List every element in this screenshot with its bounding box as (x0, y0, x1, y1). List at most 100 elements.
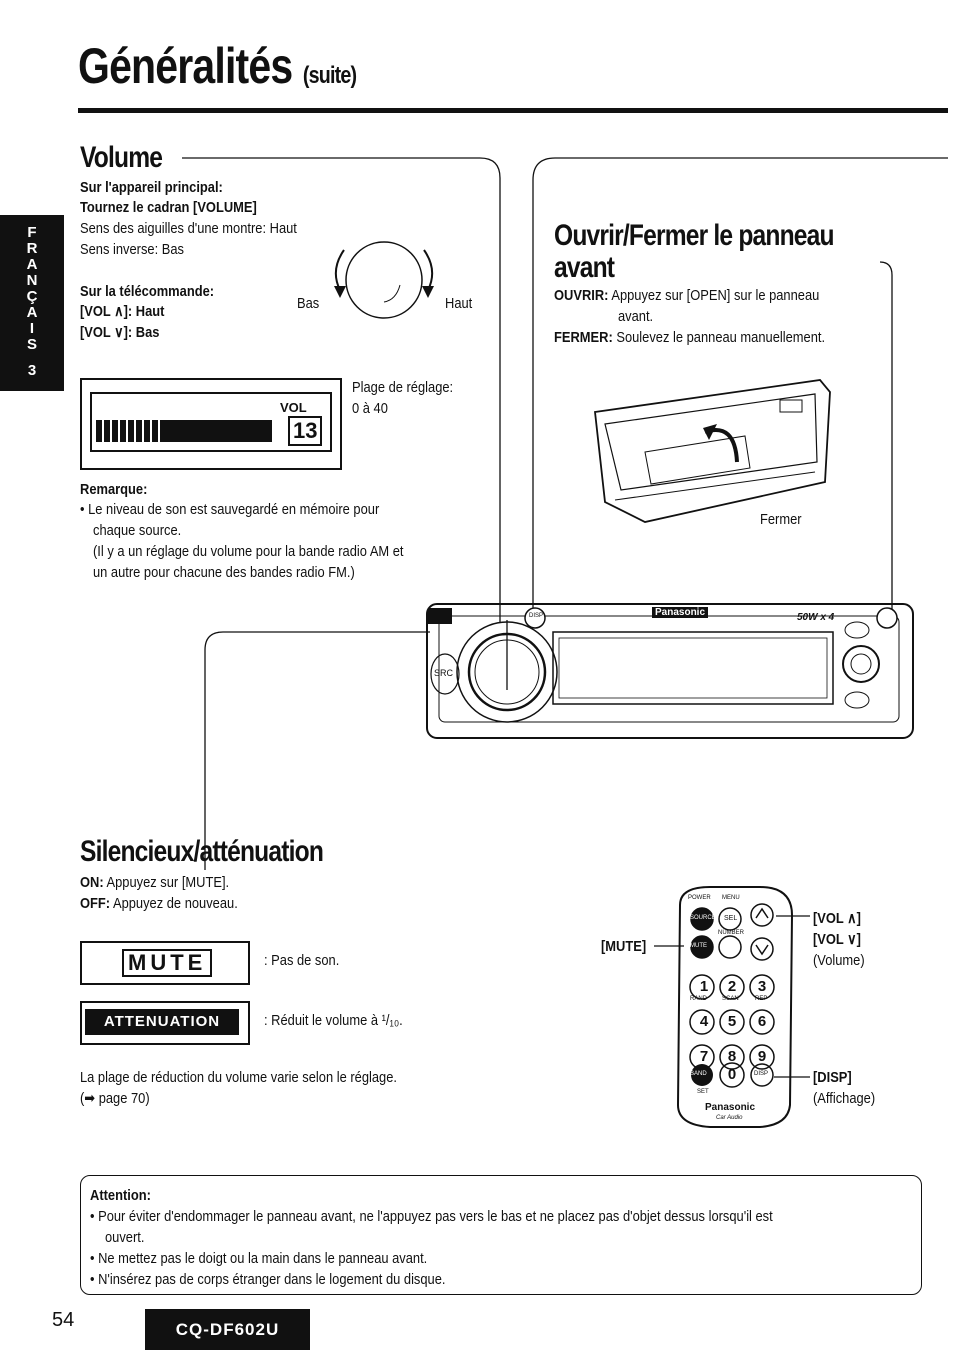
mute-desc: : Pas de son. (264, 952, 340, 969)
tab-letter: R (26, 240, 38, 257)
mute-heading: Silencieux/atténuation (80, 835, 324, 868)
dial-low-label: Bas (297, 295, 320, 312)
remote-label: Sur la télécommande: (80, 283, 215, 300)
remote-up: [VOL ∧]: Haut (80, 303, 165, 320)
page-title-suffix: (suite) (302, 62, 357, 89)
remote-disp-button[interactable]: DISP (754, 1071, 769, 1077)
attention-box: Attention: • Pour éviter d'endommager le… (80, 1175, 922, 1295)
mute-on: ON: Appuyez sur [MUTE]. (80, 873, 229, 893)
attention-item-text: Ne mettez pas le doigt ou la main dans l… (98, 1250, 428, 1267)
remote-key[interactable]: 3 (757, 978, 767, 995)
tab-letter: A (26, 256, 38, 273)
model-badge: CQ-DF602U (145, 1309, 310, 1350)
tab-letter: S (26, 336, 37, 353)
remote-set-label: SET (697, 1089, 709, 1095)
open-instruction: OUVRIR: Appuyez sur [OPEN] sur le pannea… (554, 286, 819, 306)
panel-heading-1: Ouvrir/Fermer le panneau (554, 219, 835, 252)
remote-menu-label: MENU (722, 895, 740, 901)
remote-key[interactable]: 7 (699, 1048, 709, 1065)
tab-letter: N (26, 272, 38, 289)
dial-high-label: Haut (445, 295, 473, 312)
volume-display-inner: VOL 13 (90, 392, 332, 452)
inverse-text: Sens inverse: Bas (80, 241, 184, 258)
tab-letter: F (27, 224, 37, 241)
remark-line: (Il y a un réglage du volume pour la ban… (93, 543, 404, 560)
remote-brand: Panasonic (705, 1102, 756, 1113)
stereo-brand: Panasonic (652, 607, 709, 618)
remote-rand-label: RAND (690, 996, 708, 1002)
mute-off: OFF: Appuyez de nouveau. (80, 894, 238, 914)
attention-item-text: Pour éviter d'endommager le panneau avan… (98, 1208, 773, 1225)
remote-illustration (676, 886, 794, 1128)
remote-vol-down-label: [VOL ∨] (813, 931, 861, 948)
remote-vol-up-label: [VOL ∧] (813, 910, 861, 927)
remark-line: chaque source. (93, 522, 182, 539)
page-number: 54 (52, 1309, 75, 1331)
remote-key[interactable]: 4 (699, 1013, 709, 1030)
attention-item-text: N'insérez pas de corps étranger dans le … (98, 1271, 446, 1288)
car-stereo-illustration (426, 603, 914, 739)
range-note: La plage de réduction du volume varie se… (80, 1069, 397, 1086)
remote-mute-button[interactable]: MUTE (690, 943, 707, 949)
close-instruction: FERMER: Soulevez le panneau manuellement… (554, 328, 825, 348)
tab-letter: Ç (26, 288, 38, 305)
panel-heading-2: avant (554, 251, 615, 284)
attention-item: • Pour éviter d'endommager le panneau av… (90, 1208, 773, 1225)
remote-key[interactable]: 9 (757, 1048, 767, 1065)
page-ref: (➡ page 70) (80, 1090, 150, 1107)
remote-rep-label: REP (755, 996, 768, 1002)
range-label: Plage de réglage: (352, 379, 454, 396)
tab-letter: A (26, 304, 38, 321)
tab-page-index: 3 (27, 362, 37, 379)
volume-level-bar-solid (162, 420, 272, 442)
remark-line: • Le niveau de son est sauvegardé en mém… (80, 501, 380, 518)
mute-on-text: Appuyez sur [MUTE]. (106, 874, 230, 891)
remote-sel-button[interactable]: SEL (724, 915, 738, 922)
attenuation-display-text: ATTENUATION (85, 1009, 239, 1035)
volume-dial-illustration (334, 241, 434, 319)
volume-heading: Volume (80, 141, 163, 174)
remote-key[interactable]: 6 (757, 1013, 767, 1030)
front-panel-illustration (594, 379, 831, 523)
remote-key[interactable]: 0 (727, 1066, 737, 1083)
open-text: Appuyez sur [OPEN] sur le panneau (611, 287, 820, 304)
remote-vol-caption: (Volume) (813, 952, 865, 969)
remote-source-button[interactable]: SOURCE (690, 915, 716, 921)
open-text-2: avant. (618, 308, 654, 325)
attenuation-display: ATTENUATION (80, 1001, 250, 1045)
attention-title: Attention: (90, 1187, 151, 1204)
attention-item-cont: ouvert. (105, 1229, 145, 1246)
remote-band-button[interactable]: BAND (690, 1071, 707, 1077)
remote-key[interactable]: 5 (727, 1013, 737, 1030)
close-text: Soulevez le panneau manuellement. (616, 329, 826, 346)
page-title: Généralités (suite) (78, 36, 357, 106)
close-caption: Fermer (760, 511, 802, 528)
main-unit-action: Tournez le cadran [VOLUME] (80, 199, 257, 216)
stereo-power: 50W x 4 (797, 612, 835, 623)
clockwise-text: Sens des aiguilles d'une montre: Haut (80, 220, 297, 237)
remote-down: [VOL ∨]: Bas (80, 324, 160, 341)
remark-line: un autre pour chacune des bandes radio F… (93, 564, 355, 581)
mute-off-text: Appuyez de nouveau. (112, 895, 238, 912)
remote-key[interactable]: 1 (699, 978, 709, 995)
open-label: OUVRIR: (554, 287, 609, 304)
remote-disp-label: [DISP] (813, 1069, 852, 1086)
remark-title: Remarque: (80, 481, 148, 498)
attenuation-desc: : Réduit le volume à ¹/₁₀. (264, 1012, 403, 1029)
remote-key[interactable]: 2 (727, 978, 737, 995)
remote-number-label: NUMBER (718, 930, 745, 936)
mute-off-label: OFF: (80, 895, 111, 912)
mute-on-label: ON: (80, 874, 104, 891)
remote-sub: Car Audio (716, 1115, 743, 1121)
remote-disp-caption: (Affichage) (813, 1090, 876, 1107)
volume-display-value: 13 (288, 416, 323, 446)
remote-callout-lines (654, 915, 810, 1078)
stereo-disp-button: DISP (529, 613, 544, 619)
volume-display-tag: VOL (280, 400, 307, 415)
tab-letter: I (29, 320, 35, 337)
remote-power-label: POWER (688, 895, 711, 901)
remote-key[interactable]: 8 (727, 1048, 737, 1065)
volume-display: VOL 13 (80, 378, 342, 470)
remote-mute-label: [MUTE] (601, 938, 647, 955)
